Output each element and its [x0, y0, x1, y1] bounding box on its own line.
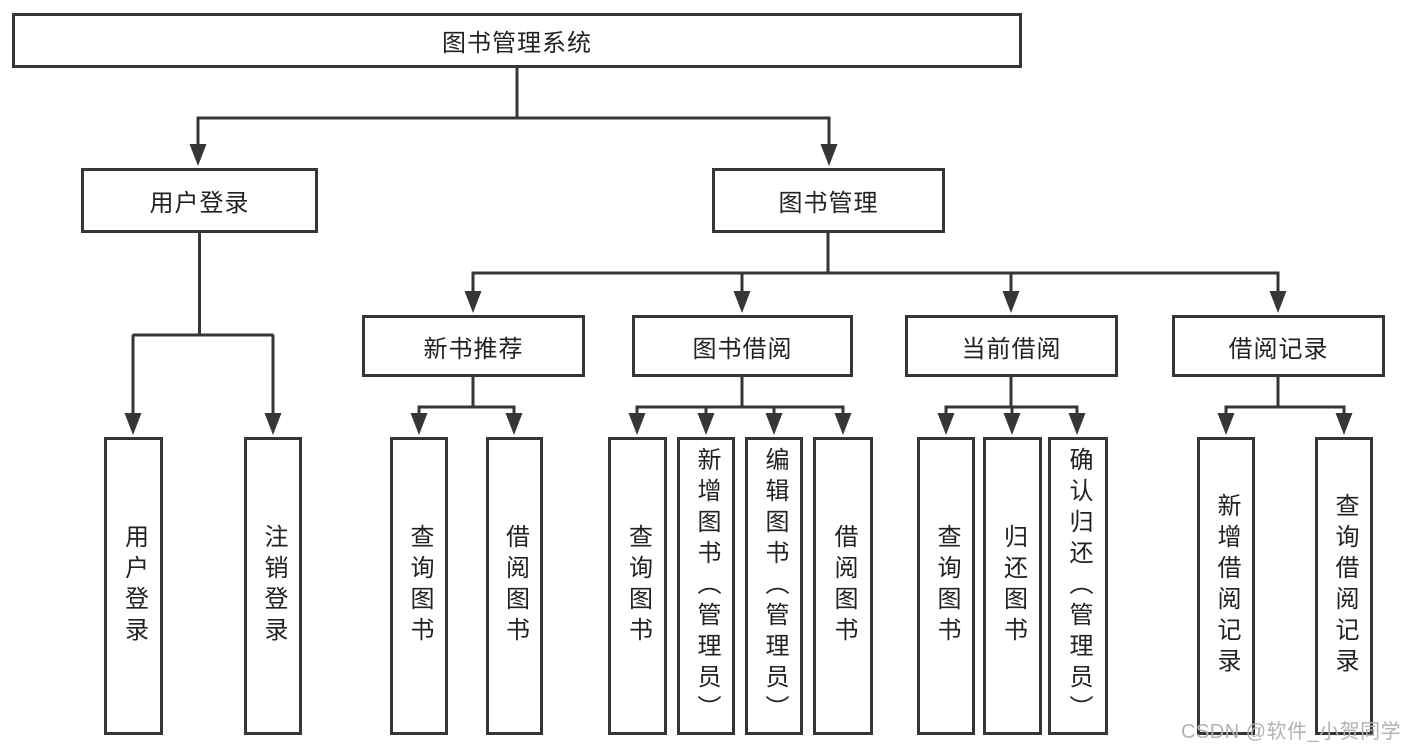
node-new-books: 新书推荐	[362, 315, 585, 377]
node-borrow-records: 借阅记录	[1172, 315, 1385, 377]
node-book-borrow-label: 图书借阅	[692, 335, 793, 363]
leaf-cb-confirm-return-admin-label: 确认归还（管理员）	[1065, 446, 1092, 726]
leaf-user-login-label: 用户登录	[120, 524, 148, 648]
node-book-mgmt-label: 图书管理	[778, 190, 879, 217]
leaf-bb-add-books-admin-label: 新增图书（管理员）	[693, 446, 720, 726]
leaf-cb-query-books: 查询图书	[917, 437, 975, 735]
node-user-login-label: 用户登录	[149, 190, 250, 217]
node-new-books-label: 新书推荐	[423, 335, 524, 363]
leaf-bb-query-books-label: 查询图书	[624, 524, 652, 648]
leaf-nb-borrow-books: 借阅图书	[486, 437, 543, 735]
leaf-br-add-record: 新增借阅记录	[1197, 437, 1255, 735]
leaf-bb-query-books: 查询图书	[608, 437, 667, 735]
node-root-label: 图书管理系统	[442, 30, 592, 57]
leaf-br-query-record: 查询借阅记录	[1315, 437, 1373, 735]
leaf-cb-confirm-return-admin: 确认归还（管理员）	[1048, 437, 1108, 735]
node-root: 图书管理系统	[12, 13, 1022, 68]
leaf-user-login: 用户登录	[104, 437, 163, 735]
leaf-logout-label: 注销登录	[260, 524, 287, 648]
leaf-logout: 注销登录	[244, 437, 302, 735]
arrowhead-icons	[124, 144, 1353, 435]
leaf-br-query-record-label: 查询借阅记录	[1331, 493, 1358, 679]
leaf-cb-return-books: 归还图书	[983, 437, 1042, 735]
leaf-bb-borrow-books: 借阅图书	[813, 437, 873, 735]
leaf-cb-return-books-label: 归还图书	[999, 524, 1027, 648]
node-current-borrow-label: 当前借阅	[961, 335, 1062, 363]
leaf-bb-borrow-books-label: 借阅图书	[830, 524, 857, 648]
node-book-borrow: 图书借阅	[632, 315, 853, 377]
node-borrow-records-label: 借阅记录	[1228, 335, 1329, 363]
node-current-borrow: 当前借阅	[905, 315, 1118, 377]
leaf-nb-query-books: 查询图书	[390, 437, 448, 735]
leaf-nb-borrow-books-label: 借阅图书	[501, 524, 529, 648]
node-user-login: 用户登录	[81, 168, 318, 233]
leaf-bb-edit-books-admin: 编辑图书（管理员）	[745, 437, 803, 735]
leaf-nb-query-books-label: 查询图书	[406, 524, 433, 648]
node-book-mgmt: 图书管理	[712, 168, 945, 233]
leaf-bb-add-books-admin: 新增图书（管理员）	[677, 437, 735, 735]
csdn-watermark: CSDN @软件_小贺同学	[1181, 721, 1402, 743]
leaf-br-add-record-label: 新增借阅记录	[1213, 493, 1240, 679]
leaf-bb-edit-books-admin-label: 编辑图书（管理员）	[761, 446, 788, 726]
leaf-cb-query-books-label: 查询图书	[933, 524, 960, 648]
